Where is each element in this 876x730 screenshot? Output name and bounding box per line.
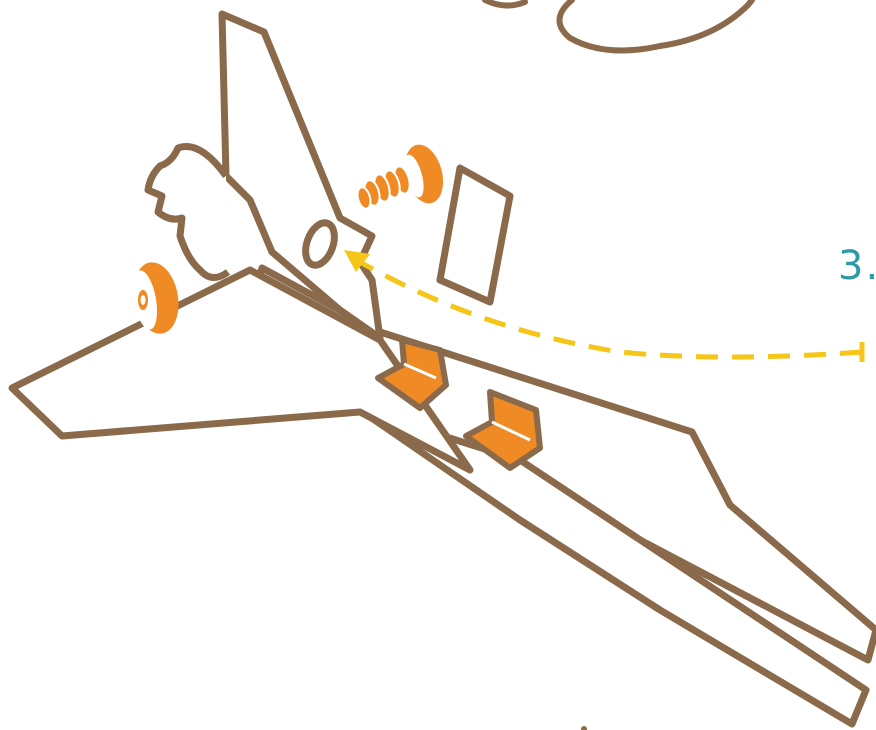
stand-base: [485, 0, 752, 51]
step-number-label: 3.: [838, 246, 876, 286]
screw: [355, 140, 449, 210]
bottom-mark: [581, 726, 587, 730]
